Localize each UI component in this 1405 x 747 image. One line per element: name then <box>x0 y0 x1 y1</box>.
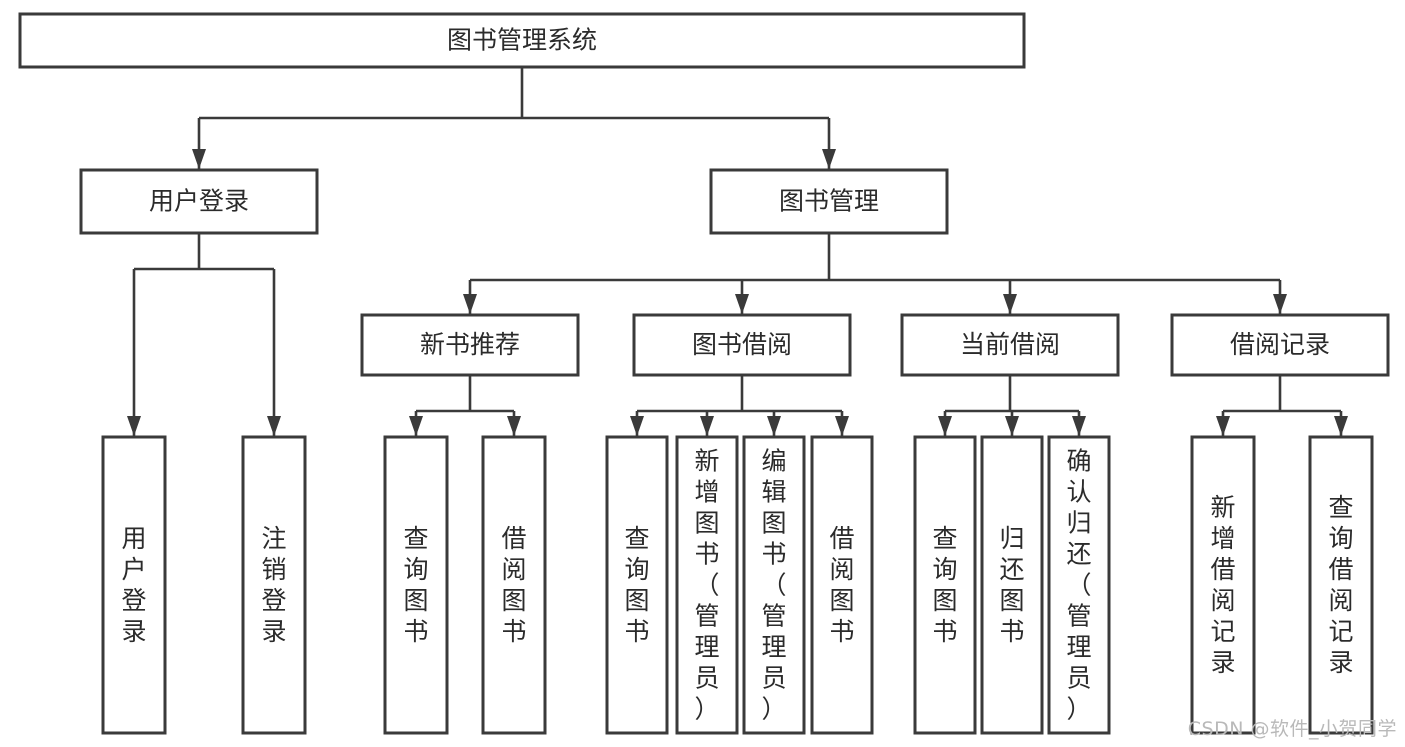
node-borrow-record[interactable]: 借阅记录 <box>1170 313 1390 377</box>
node-box <box>1170 313 1390 377</box>
node-label: 用户登录 <box>121 524 146 646</box>
node-leaf-add-record[interactable]: 新增借阅记录 <box>1190 435 1256 735</box>
arrow-head-icon <box>192 149 206 169</box>
node-box <box>101 435 167 735</box>
node-box <box>810 435 874 735</box>
node-label: 新增借阅记录 <box>1210 493 1235 677</box>
arrow-head-icon <box>700 416 714 436</box>
node-label: 当前借阅 <box>960 330 1060 359</box>
node-box <box>605 435 669 735</box>
node-box <box>79 168 319 235</box>
node-label: 借阅图书 <box>829 524 854 646</box>
arrow-head-icon <box>1072 416 1086 436</box>
node-box <box>1047 435 1111 735</box>
node-leaf-user-login[interactable]: 用户登录 <box>101 435 167 735</box>
node-leaf-query-book-3[interactable]: 查询图书 <box>913 435 977 735</box>
arrow-head-icon <box>1273 294 1287 314</box>
node-box <box>742 435 806 735</box>
node-box <box>1308 435 1374 735</box>
node-current-borrow[interactable]: 当前借阅 <box>900 313 1120 377</box>
node-new-book-recommend[interactable]: 新书推荐 <box>360 313 580 377</box>
node-leaf-borrow-book-2[interactable]: 借阅图书 <box>810 435 874 735</box>
arrow-head-icon <box>463 294 477 314</box>
connectors-layer <box>127 67 1348 436</box>
node-leaf-query-book-2[interactable]: 查询图书 <box>605 435 669 735</box>
arrow-head-icon <box>735 294 749 314</box>
node-box <box>383 435 449 735</box>
node-leaf-query-record[interactable]: 查询借阅记录 <box>1308 435 1374 735</box>
node-book-manage[interactable]: 图书管理 <box>709 168 949 235</box>
node-label: 编辑图书（管理员） <box>761 447 786 724</box>
node-box <box>980 435 1044 735</box>
node-label: 查询借阅记录 <box>1328 493 1353 677</box>
arrow-head-icon <box>938 416 952 436</box>
node-leaf-logout[interactable]: 注销登录 <box>241 435 307 735</box>
arrow-head-icon <box>267 416 281 436</box>
node-box <box>913 435 977 735</box>
node-leaf-borrow-book-1[interactable]: 借阅图书 <box>481 435 547 735</box>
node-box <box>675 435 739 735</box>
arrow-head-icon <box>835 416 849 436</box>
node-box <box>241 435 307 735</box>
node-leaf-query-book-1[interactable]: 查询图书 <box>383 435 449 735</box>
arrow-head-icon <box>1334 416 1348 436</box>
node-user-login[interactable]: 用户登录 <box>79 168 319 235</box>
arrow-head-icon <box>127 416 141 436</box>
node-leaf-return-book[interactable]: 归还图书 <box>980 435 1044 735</box>
node-leaf-edit-book[interactable]: 编辑图书（管理员） <box>742 435 806 735</box>
csdn-watermark: CSDN @软件_小贺同学 <box>1187 718 1397 740</box>
node-label: 查询图书 <box>932 524 957 646</box>
node-label: 图书借阅 <box>692 330 792 359</box>
node-box <box>360 313 580 377</box>
node-label: 新书推荐 <box>420 330 520 359</box>
node-leaf-add-book[interactable]: 新增图书（管理员） <box>675 435 739 735</box>
node-leaf-confirm-return[interactable]: 确认归还（管理员） <box>1047 435 1111 735</box>
node-label: 图书管理系统 <box>447 26 597 55</box>
arrow-head-icon <box>1216 416 1230 436</box>
node-box <box>632 313 852 377</box>
node-box <box>709 168 949 235</box>
node-label: 查询图书 <box>403 524 428 646</box>
node-box <box>900 313 1120 377</box>
node-label: 注销登录 <box>261 524 286 646</box>
arrow-head-icon <box>1003 294 1017 314</box>
arrow-head-icon <box>507 416 521 436</box>
node-root[interactable]: 图书管理系统 <box>18 12 1026 69</box>
node-box <box>1190 435 1256 735</box>
arrow-head-icon <box>1005 416 1019 436</box>
arrow-head-icon <box>409 416 423 436</box>
node-box <box>481 435 547 735</box>
node-label: 图书管理 <box>779 187 879 216</box>
arrow-head-icon <box>630 416 644 436</box>
node-label: 归还图书 <box>999 524 1024 646</box>
node-label: 用户登录 <box>149 187 249 216</box>
node-label: 确认归还（管理员） <box>1066 447 1091 724</box>
node-label: 借阅记录 <box>1230 330 1330 359</box>
nodes-layer: 图书管理系统用户登录图书管理新书推荐图书借阅当前借阅借阅记录用户登录注销登录查询… <box>18 12 1390 735</box>
node-book-borrow[interactable]: 图书借阅 <box>632 313 852 377</box>
arrow-head-icon <box>767 416 781 436</box>
node-label: 查询图书 <box>624 524 649 646</box>
node-label: 借阅图书 <box>501 524 526 646</box>
node-label: 新增图书（管理员） <box>694 447 719 724</box>
arrow-head-icon <box>822 149 836 169</box>
node-box <box>18 12 1026 69</box>
